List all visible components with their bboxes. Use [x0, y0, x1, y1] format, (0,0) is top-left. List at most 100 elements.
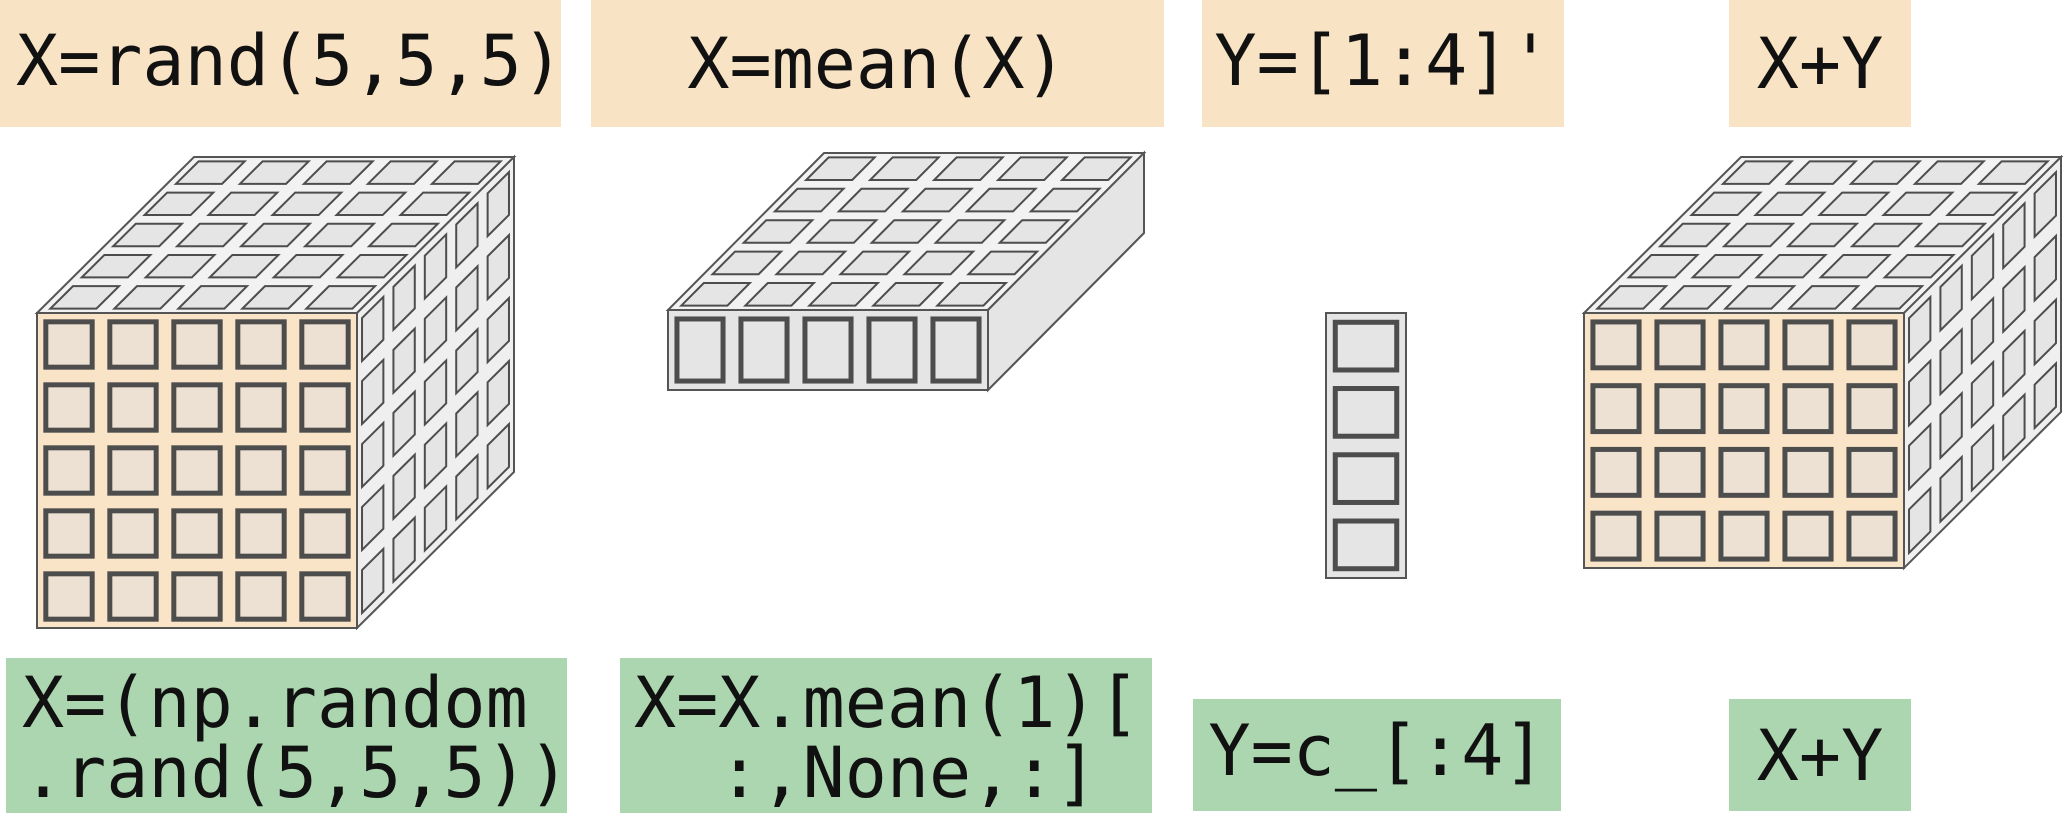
top-cell	[995, 156, 1070, 182]
bottom-label-sum-text: X+Y	[1757, 715, 1883, 797]
top-cell	[678, 281, 753, 307]
front-cell	[1846, 510, 1898, 562]
front-cell	[1590, 446, 1642, 498]
top-cell	[902, 250, 976, 276]
top-cell	[1754, 253, 1828, 279]
front-cell	[171, 571, 223, 622]
front-cell	[299, 445, 351, 496]
front-cell	[1782, 446, 1834, 498]
top-cell	[1626, 253, 1700, 279]
top-cell	[838, 250, 912, 276]
top-cell	[900, 187, 974, 213]
top-cell	[869, 219, 943, 244]
front-cell	[107, 382, 159, 433]
top-cell	[143, 253, 217, 279]
front-cell	[235, 571, 287, 622]
top-cell	[1785, 222, 1860, 248]
side-cell	[2002, 200, 2026, 271]
top-label-sum-bg	[1729, 0, 1911, 127]
top-cell	[836, 187, 910, 213]
top-cell	[111, 285, 186, 310]
front-cell	[299, 319, 351, 370]
front-cell	[235, 445, 287, 496]
top-cell	[398, 191, 472, 217]
top-cell	[803, 156, 878, 182]
side-cell	[486, 421, 510, 491]
front-cell	[1332, 518, 1400, 572]
top-label-sum-text: X+Y	[1757, 23, 1883, 105]
front-cell	[171, 319, 223, 370]
top-cell	[365, 160, 440, 185]
top-cell	[1882, 253, 1956, 279]
side-cell	[361, 546, 385, 616]
side-cell	[423, 358, 448, 427]
side-cell	[1939, 390, 1963, 461]
top-cell	[1881, 191, 1955, 217]
top-cell	[335, 253, 409, 279]
front-cell	[235, 508, 287, 559]
front-cell	[235, 319, 287, 370]
top-cell	[1720, 160, 1795, 185]
top-cell	[429, 160, 504, 185]
top-cell	[806, 281, 881, 307]
side-cell	[1908, 358, 1932, 428]
top-cell	[1690, 253, 1764, 279]
side-cell	[2002, 392, 2026, 462]
side-cell	[392, 263, 416, 333]
side-cell	[1939, 327, 1963, 397]
top-cell	[742, 281, 817, 307]
side-cell	[486, 232, 510, 302]
top-cell	[142, 191, 216, 217]
side-cell	[1908, 422, 1932, 492]
top-cell	[334, 191, 408, 217]
bottom-label-sum-bg	[1729, 699, 1911, 811]
side-cell	[486, 295, 510, 365]
top-cell	[964, 187, 1038, 213]
side-cell	[1908, 485, 1932, 556]
front-cell	[1590, 383, 1642, 435]
front-cell	[1718, 510, 1770, 562]
top-cell	[1786, 285, 1861, 310]
front-cell	[1590, 319, 1642, 371]
side-cell	[361, 420, 385, 490]
front-cell	[1846, 319, 1898, 371]
top-cell	[1848, 160, 1923, 185]
top-cell	[47, 285, 122, 310]
front-cell	[1782, 319, 1834, 371]
front-cell	[1654, 383, 1706, 435]
top-cell	[870, 281, 945, 307]
bottom-label-mean-line1: X=X.mean(1)[	[634, 662, 1140, 744]
front-cell	[1654, 446, 1706, 498]
side-cell	[2002, 264, 2026, 335]
front-cell	[738, 316, 790, 384]
top-cell	[1817, 191, 1891, 217]
bottom-label-rand-line1: X=(np.random	[22, 662, 528, 744]
top-cell	[174, 222, 249, 248]
top-cell	[175, 285, 250, 310]
bottom-label-column-bg	[1193, 699, 1561, 811]
top-cell	[301, 160, 376, 185]
top-cell	[1753, 191, 1827, 217]
front-cell	[43, 319, 95, 370]
front-cell	[1654, 510, 1706, 562]
side-cell	[2033, 361, 2057, 431]
side-cell	[361, 483, 385, 553]
side-cell	[2033, 233, 2057, 303]
side-cell	[392, 326, 416, 396]
top-cell	[207, 253, 281, 279]
top-cell	[238, 222, 313, 248]
bottom-label-rand: X=(np.random .rand(5,5,5))	[6, 658, 570, 814]
front-cell	[43, 508, 95, 559]
side-cell	[1939, 454, 1963, 525]
front-cell	[171, 382, 223, 433]
side-cell	[486, 169, 510, 239]
top-cell	[997, 219, 1071, 244]
top-cell	[966, 250, 1040, 276]
front-cell	[1782, 510, 1834, 562]
top-cell	[271, 253, 345, 279]
column-vector-icon	[1325, 312, 1407, 579]
front-cell	[1654, 319, 1706, 371]
top-cell	[270, 191, 344, 217]
side-cell	[486, 358, 510, 428]
front-cell	[235, 382, 287, 433]
